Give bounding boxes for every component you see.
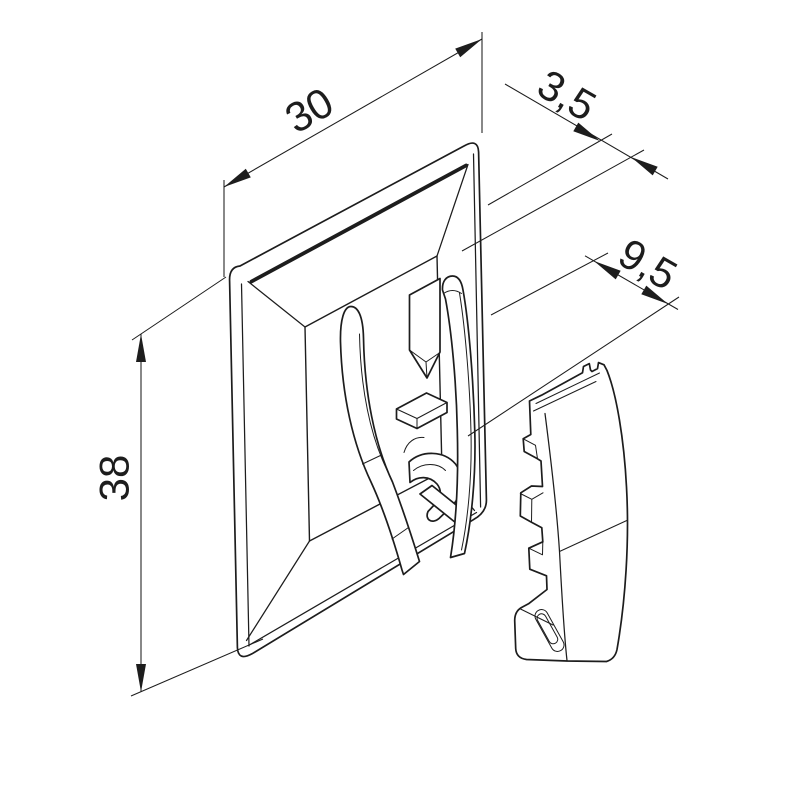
arrowhead	[573, 122, 600, 141]
clip-hook-root-arc	[403, 436, 425, 453]
clip-lower-hook-inner-line	[413, 464, 446, 471]
clip-part-rail-lines	[533, 372, 600, 412]
dimension-label: 9,5	[611, 229, 685, 299]
mesa-face-edges	[304, 255, 443, 542]
clip-part-notch-lines	[519, 438, 554, 626]
clip-upper-tab-fold-lines	[409, 349, 441, 379]
plate-thickness-edges	[240, 153, 482, 647]
clip-part-slot-hole	[534, 609, 565, 652]
clip-front-arm	[339, 305, 421, 576]
arrowhead	[641, 285, 668, 304]
extension-lines	[461, 133, 645, 252]
extension-lines	[130, 276, 264, 697]
clip-back-arm	[441, 275, 476, 559]
end-cap-part	[228, 142, 488, 658]
dimension-label: 30	[277, 78, 341, 142]
dimension-lip-3-5: 3,5	[461, 60, 669, 252]
plate-top-bevel-edge	[249, 163, 468, 284]
extension-lines	[467, 252, 680, 437]
clip-part-face-seam	[559, 520, 628, 552]
clip-back-arm-inner-lines	[443, 290, 472, 551]
drawing-root: 30 3,5 9,5 38	[91, 32, 685, 697]
dimension-label: 3,5	[530, 60, 604, 130]
arrowhead	[455, 39, 482, 58]
dimension-height-38: 38	[91, 276, 264, 697]
clip-part	[513, 361, 629, 663]
arrowhead	[136, 334, 146, 362]
arrowhead	[224, 168, 251, 187]
arrowhead	[136, 664, 146, 692]
extension-lines	[223, 32, 483, 277]
mesa-corner-bevels	[245, 163, 476, 642]
clip-front-arm-inner-lines	[359, 333, 409, 540]
arrowhead	[594, 261, 621, 280]
arrowhead	[631, 157, 658, 176]
clip-part-outline	[513, 361, 629, 663]
clip-crossbar	[395, 392, 448, 430]
dimension-line	[223, 38, 483, 188]
dimension-label: 38	[91, 455, 138, 502]
clip-crossbar-fold-lines	[396, 402, 448, 429]
clip-upper-tab	[408, 277, 441, 379]
